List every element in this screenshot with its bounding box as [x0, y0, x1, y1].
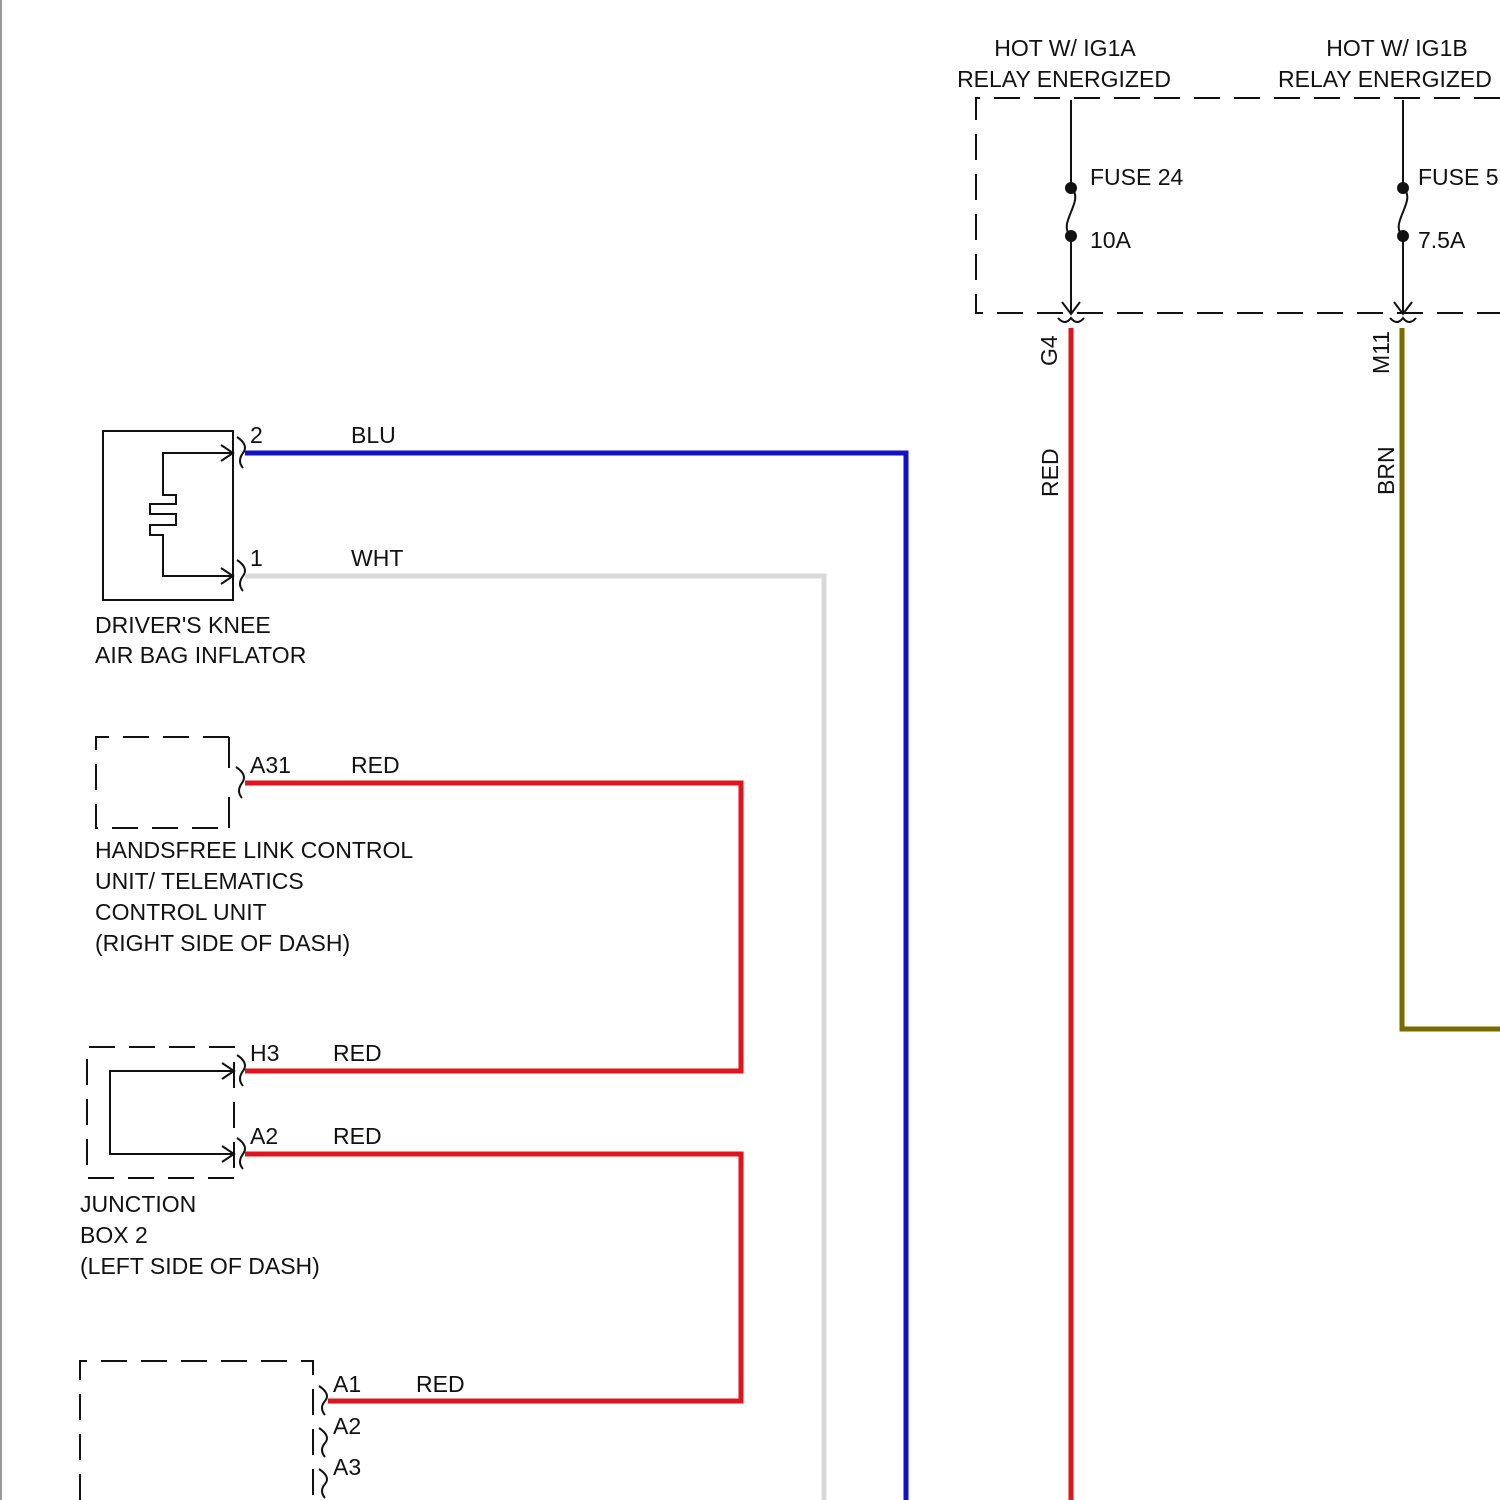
junction-box-bus-bar — [110, 1071, 234, 1154]
junction-box-2: H3 A2 JUNCTION BOX 2 (LEFT SIDE OF DASH) — [80, 1040, 320, 1279]
wire-wht-knee-pin1 — [245, 576, 824, 1500]
junction-box-label-line2: BOX 2 — [80, 1222, 148, 1248]
m11-connector-label: M11 — [1368, 331, 1394, 374]
wire-wht-label: WHT — [351, 545, 403, 571]
knee-pin2-number: 2 — [250, 422, 263, 448]
squib-symbol — [150, 453, 233, 576]
junction-h3-pin: H3 — [250, 1040, 279, 1066]
bottom-a3-pin: A3 — [333, 1454, 361, 1480]
fuse-5-element — [1399, 188, 1408, 236]
handsfree-a31-connector — [236, 767, 244, 798]
knee-pin2-connector — [237, 437, 245, 468]
knee-airbag-inflator: 2 1 DRIVER'S KNEE AIR BAG INFLATOR — [95, 422, 306, 668]
ig1b-label-line2: RELAY ENERGIZED — [1278, 66, 1492, 92]
bottom-a3-connector — [319, 1469, 327, 1498]
fuse-block: HOT W/ IG1A RELAY ENERGIZED HOT W/ IG1B … — [957, 35, 1500, 374]
handsfree-label-line4: (RIGHT SIDE OF DASH) — [95, 930, 350, 956]
g4-connector-mark — [1058, 318, 1084, 322]
fuse-24: FUSE 24 10A — [1062, 100, 1184, 314]
wire-blu-knee-pin2 — [245, 453, 906, 1500]
bottom-a2-connector — [319, 1428, 327, 1457]
knee-inflator-label-line2: AIR BAG INFLATOR — [95, 642, 306, 668]
wire-red-a1-label: RED — [416, 1371, 465, 1397]
wire-red-a31-label: RED — [351, 752, 400, 778]
bottom-module-dashed-outline — [80, 1361, 313, 1500]
handsfree-a31-pin: A31 — [250, 752, 291, 778]
ig1a-label-line2: RELAY ENERGIZED — [957, 66, 1171, 92]
wire-red-a31-to-h3 — [245, 783, 741, 1071]
handsfree-label-line3: CONTROL UNIT — [95, 899, 267, 925]
fuse-24-element — [1067, 188, 1076, 236]
fuse-5: FUSE 5 7.5A — [1394, 100, 1499, 314]
junction-box-label-line1: JUNCTION — [80, 1191, 196, 1217]
wire-brn-m11 — [1402, 328, 1500, 1029]
fuse-24-rating: 10A — [1090, 227, 1132, 253]
handsfree-label-line2: UNIT/ TELEMATICS — [95, 868, 304, 894]
wire-red-g4-label: RED — [1037, 448, 1063, 497]
wire-red-a2-label: RED — [333, 1123, 382, 1149]
knee-pin1-number: 1 — [250, 545, 263, 571]
ig1a-label-line1: HOT W/ IG1A — [994, 35, 1136, 61]
handsfree-label-line1: HANDSFREE LINK CONTROL — [95, 837, 413, 863]
junction-a2-connector — [237, 1138, 245, 1169]
m11-connector-mark — [1390, 318, 1416, 322]
fuse-5-rating: 7.5A — [1418, 227, 1466, 253]
wire-blu-label: BLU — [351, 422, 396, 448]
bottom-a1-connector — [319, 1386, 327, 1415]
handsfree-dashed-outline — [96, 737, 229, 828]
fuse-24-name: FUSE 24 — [1090, 164, 1184, 190]
wire-red-h3-label: RED — [333, 1040, 382, 1066]
g4-connector-label: G4 — [1036, 335, 1062, 366]
knee-inflator-label-line1: DRIVER'S KNEE — [95, 612, 271, 638]
bottom-a1-pin: A1 — [333, 1371, 361, 1397]
junction-box-label-line3: (LEFT SIDE OF DASH) — [80, 1253, 320, 1279]
junction-h3-connector — [237, 1055, 245, 1086]
ig1b-label-line1: HOT W/ IG1B — [1326, 35, 1467, 61]
wire-brn-m11-label: BRN — [1373, 446, 1399, 495]
junction-a2-pin: A2 — [250, 1123, 278, 1149]
bottom-a2-pin: A2 — [333, 1413, 361, 1439]
bottom-module: A1 A2 A3 — [80, 1361, 361, 1500]
fuse-5-name: FUSE 5 — [1418, 164, 1499, 190]
fuse-block-dashed-outline — [976, 98, 1500, 313]
knee-pin1-connector — [237, 560, 245, 591]
knee-inflator-body — [103, 431, 233, 600]
